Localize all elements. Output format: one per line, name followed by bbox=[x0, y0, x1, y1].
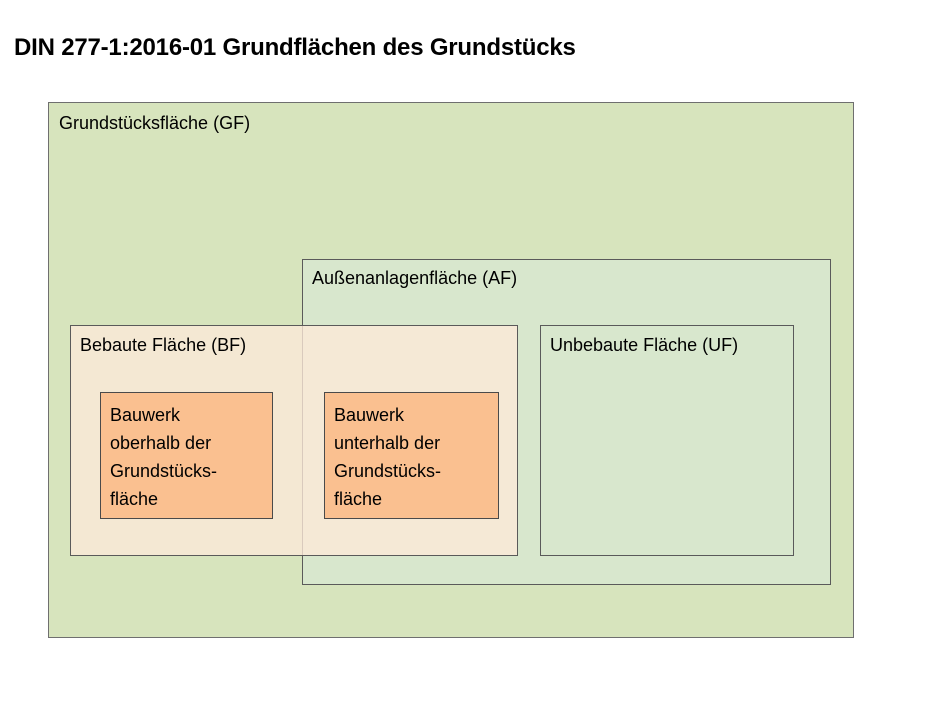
bauwerk-unterhalb-line: Bauwerk bbox=[334, 405, 405, 425]
bauwerk-oberhalb-line: Bauwerk bbox=[110, 405, 181, 425]
bauwerk-unterhalb-box: Bauwerk unterhalb der Grundstücks- fläch… bbox=[324, 392, 499, 519]
bauwerk-oberhalb-box: Bauwerk oberhalb der Grundstücks- fläche bbox=[100, 392, 273, 519]
page-title: DIN 277-1:2016-01 Grundflächen des Grund… bbox=[14, 34, 576, 61]
bauwerk-oberhalb-label: Bauwerk oberhalb der Grundstücks- fläche bbox=[110, 401, 217, 513]
unbebaute-flaeche-label: Unbebaute Fläche (UF) bbox=[550, 335, 739, 355]
bauwerk-unterhalb-line: fläche bbox=[334, 489, 383, 509]
bauwerk-unterhalb-line: Grundstücks- bbox=[334, 461, 442, 481]
bauwerk-oberhalb-line: fläche bbox=[110, 489, 159, 509]
bebaute-flaeche-label: Bebaute Fläche (BF) bbox=[80, 335, 247, 355]
bauwerk-oberhalb-line: oberhalb der bbox=[110, 433, 212, 453]
unbebaute-flaeche-box: Unbebaute Fläche (UF) bbox=[540, 325, 794, 556]
bauwerk-oberhalb-line: Grundstücks- bbox=[110, 461, 218, 481]
bauwerk-unterhalb-line: unterhalb der bbox=[334, 433, 441, 453]
bauwerk-unterhalb-label: Bauwerk unterhalb der Grundstücks- fläch… bbox=[334, 401, 441, 513]
grundstuecksflaeche-label: Grundstücksfläche (GF) bbox=[59, 113, 251, 133]
aussenanlagenflaeche-label: Außenanlagenfläche (AF) bbox=[312, 268, 518, 288]
